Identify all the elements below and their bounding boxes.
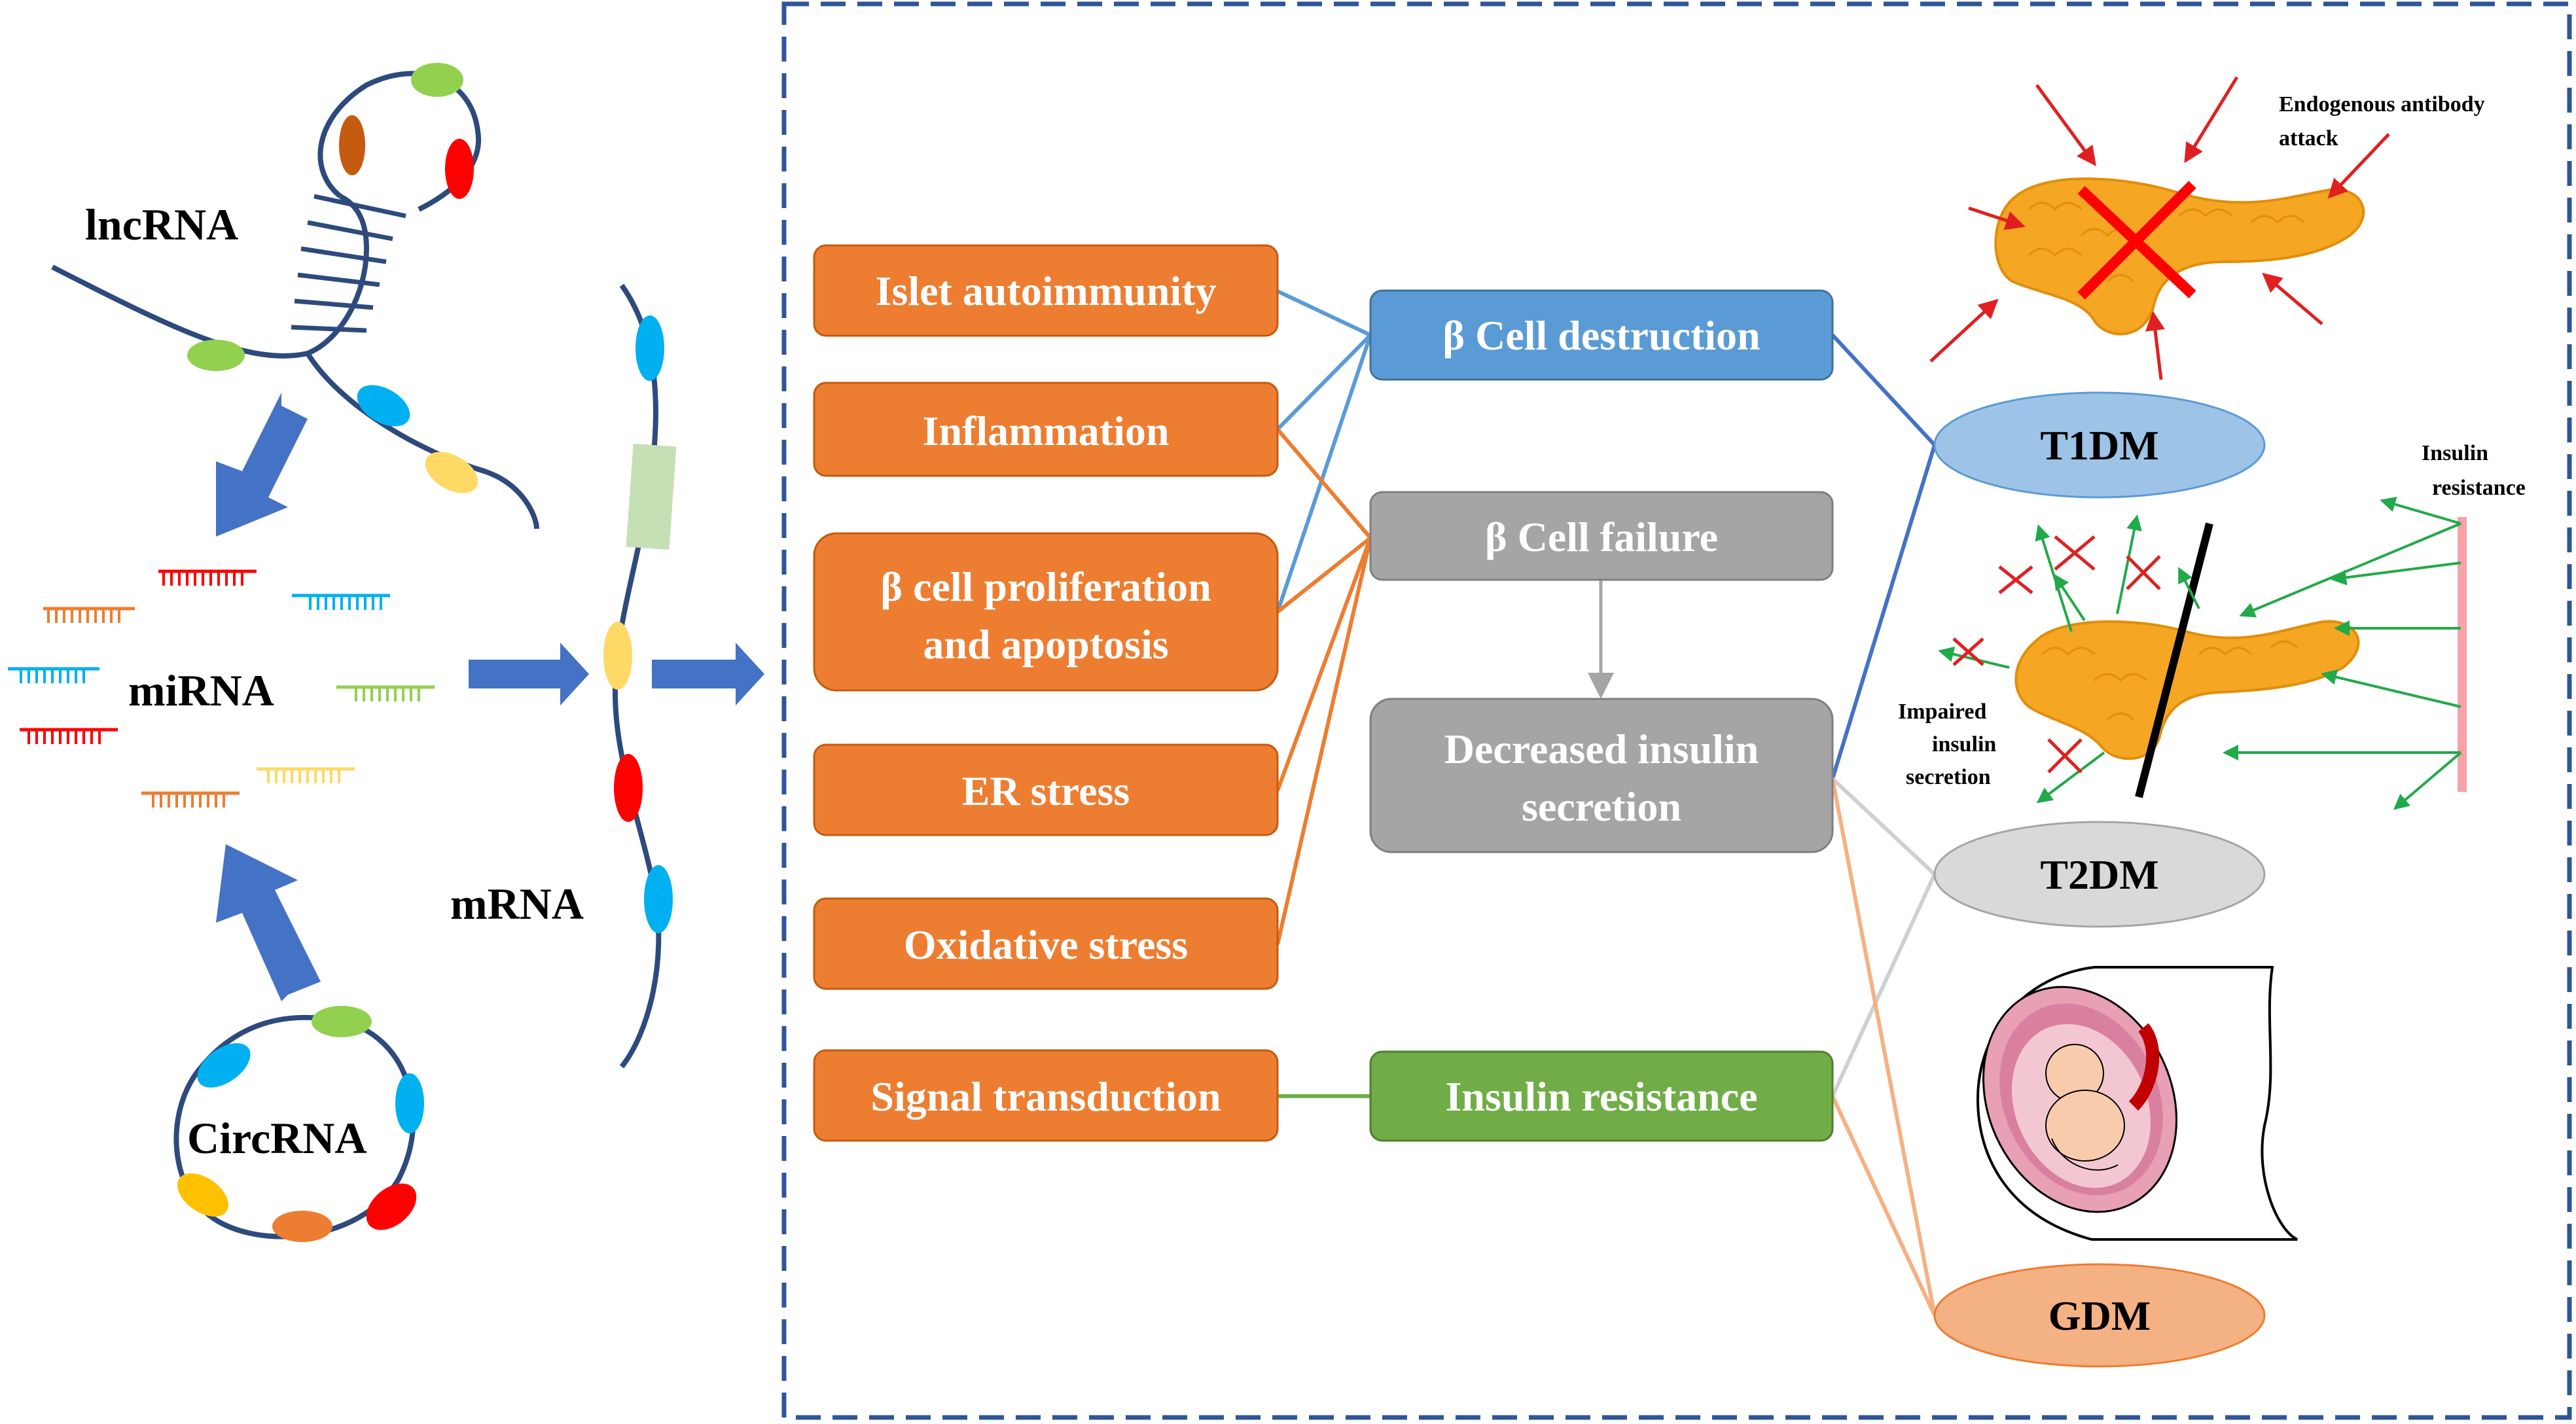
mirna-to-mrna-arrow bbox=[469, 643, 589, 705]
impaired-secretion-note-3: secretion bbox=[1906, 765, 1991, 789]
factor-er-stress: ER stress bbox=[813, 743, 1279, 836]
svg-text:β Cell failure: β Cell failure bbox=[1485, 514, 1718, 560]
mrna-to-frame-arrow bbox=[652, 643, 764, 705]
mrna-strand bbox=[603, 283, 677, 1069]
antibody-attack-label-1: Endogenous antibody bbox=[2279, 92, 2485, 116]
dashed-frame bbox=[781, 1, 2572, 1420]
mechanism-insulin-resistance: Insulin resistance bbox=[1369, 1050, 1834, 1142]
svg-text:GDM: GDM bbox=[2048, 1292, 2151, 1339]
mechanism-beta-cell-destruction: β Cell destruction bbox=[1369, 289, 1834, 381]
disease-gdm: GDM bbox=[1933, 1263, 2266, 1368]
svg-text:Decreased insulin: Decreased insulin bbox=[1444, 726, 1759, 772]
disease-t2dm: T2DM bbox=[1933, 821, 2266, 928]
factor-oxidative-stress: Oxidative stress bbox=[813, 897, 1279, 990]
mirna-label: miRNA bbox=[128, 666, 274, 715]
insulin-resistance-note-2: resistance bbox=[2432, 476, 2526, 500]
svg-text:T1DM: T1DM bbox=[2040, 422, 2158, 469]
svg-text:Islet autoimmunity: Islet autoimmunity bbox=[876, 268, 1217, 314]
svg-text:Oxidative stress: Oxidative stress bbox=[904, 921, 1188, 968]
t2dm-pancreas-illustration bbox=[1938, 497, 2467, 810]
svg-text:and apoptosis: and apoptosis bbox=[923, 621, 1168, 668]
mechanism-decreased-insulin-secretion: Decreased insulin secretion bbox=[1369, 698, 1834, 853]
lncrna-label: lncRNA bbox=[85, 200, 238, 249]
lncrna-to-mirna-arrow bbox=[216, 393, 308, 537]
svg-text:Inflammation: Inflammation bbox=[923, 408, 1170, 454]
impaired-secretion-note-2: insulin bbox=[1932, 732, 1996, 756]
circrna-label: CircRNA bbox=[187, 1113, 367, 1163]
factor-islet-autoimmunity: Islet autoimmunity bbox=[813, 244, 1279, 337]
svg-text:β Cell destruction: β Cell destruction bbox=[1442, 312, 1760, 359]
factor-signal-transduction: Signal transduction bbox=[813, 1049, 1279, 1142]
svg-text:T2DM: T2DM bbox=[2040, 851, 2158, 898]
connector-lines bbox=[1276, 289, 1937, 1317]
svg-text:secretion: secretion bbox=[1522, 783, 1681, 830]
svg-text:Signal transduction: Signal transduction bbox=[870, 1073, 1221, 1120]
factor-beta-cell-proliferation: β cell proliferation and apoptosis bbox=[813, 532, 1279, 692]
circrna-ring bbox=[173, 1006, 424, 1242]
insulin-resistance-note-1: Insulin bbox=[2422, 441, 2488, 465]
factor-inflammation: Inflammation bbox=[813, 382, 1279, 477]
stem-rungs bbox=[291, 194, 406, 333]
svg-text:Insulin resistance: Insulin resistance bbox=[1445, 1073, 1757, 1120]
t1dm-pancreas-illustration bbox=[1929, 76, 2390, 380]
svg-text:ER stress: ER stress bbox=[962, 768, 1130, 814]
lncrna-structure bbox=[51, 63, 539, 529]
gdm-fetus-illustration bbox=[1976, 966, 2298, 1241]
impaired-secretion-note-1: Impaired bbox=[1898, 700, 1986, 724]
mrna-label: mRNA bbox=[450, 879, 584, 929]
antibody-attack-label-2: attack bbox=[2279, 126, 2338, 151]
circrna-to-mirna-arrow bbox=[216, 844, 321, 1001]
mechanism-beta-cell-failure: β Cell failure bbox=[1369, 491, 1834, 581]
disease-t1dm: T1DM bbox=[1933, 391, 2266, 499]
svg-text:β cell proliferation: β cell proliferation bbox=[880, 563, 1211, 610]
mirna-fragments bbox=[8, 569, 435, 808]
